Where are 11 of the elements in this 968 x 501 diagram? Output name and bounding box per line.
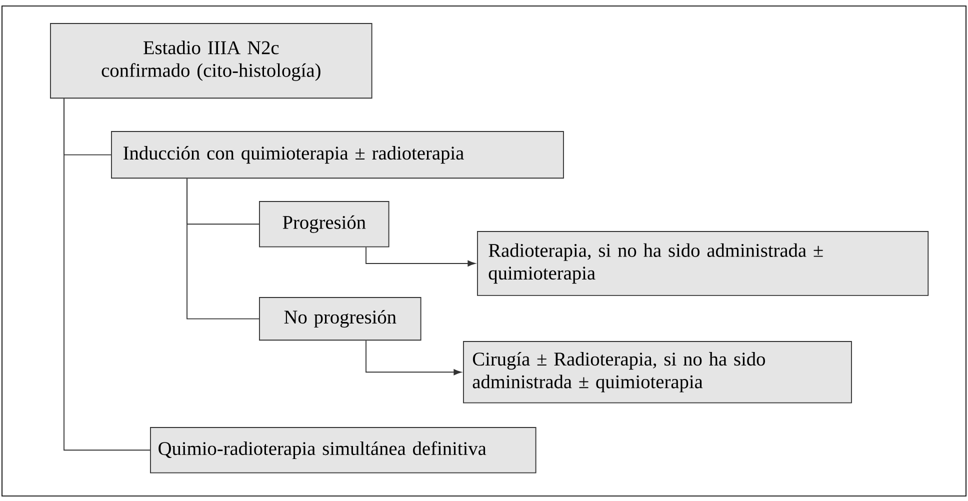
process-box: Radioterapia, si no ha sido administrada ± quimioterapia: [477, 231, 929, 296]
process-box: Estadio IIIA N2c confirmado (cito-histología): [50, 23, 372, 99]
connector: [366, 246, 476, 266]
process-box: No progresión: [259, 297, 422, 341]
connector: [64, 98, 150, 451]
process-box: Progresión: [259, 201, 390, 248]
process-box: Quimio-radioterapia simultánea definitiva: [150, 427, 536, 474]
process-box: Cirugía ± Radioterapia, si no ha sido administrada ± quimioterapia: [463, 341, 852, 404]
connector: [186, 178, 260, 320]
connector: [366, 340, 462, 376]
process-box: Inducción con quimioterapia ± radioterapia: [111, 131, 564, 179]
